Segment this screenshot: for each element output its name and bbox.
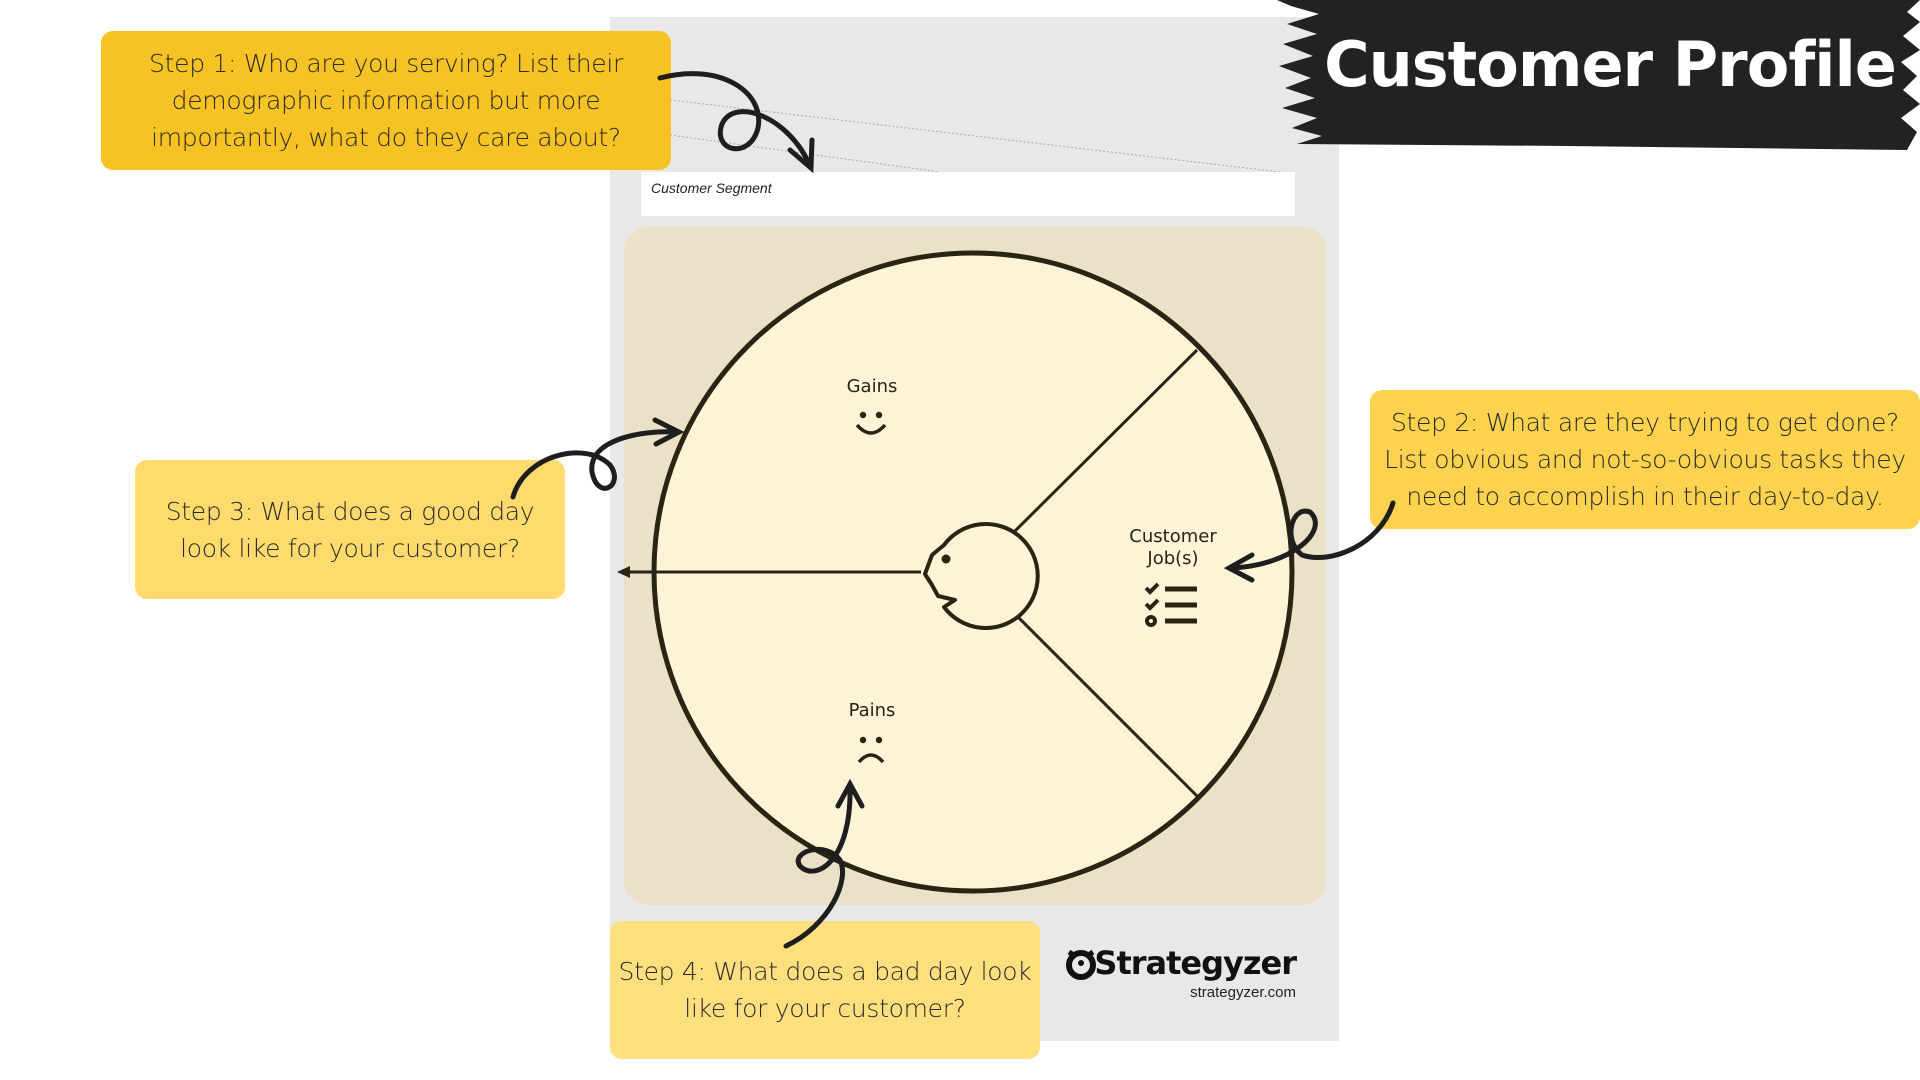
checklist-icon <box>1144 582 1197 627</box>
title-banner <box>1277 0 1920 150</box>
customer-face-icon <box>923 522 1040 630</box>
arrow-step-4 <box>783 778 865 949</box>
arrow-step-3 <box>510 417 685 500</box>
note-line: Step 3: What does a good day <box>165 496 535 526</box>
step-4-note: Step 4: What does a bad day look like for… <box>610 921 1040 1059</box>
note-line: like for your customer? <box>684 994 966 1023</box>
divider-jobs-top <box>1009 348 1199 537</box>
arrowhead-left <box>617 566 630 578</box>
customer-segment-label: Customer Segment <box>651 180 772 196</box>
jobs-label-line: Job(s) <box>1147 548 1199 569</box>
step-3-note: Step 3: What does a good day look like fo… <box>135 460 565 599</box>
strategyzer-logo: Strategyzer <box>1094 944 1297 982</box>
divider-jobs-bottom <box>1009 608 1199 798</box>
note-line: look like for your customer? <box>180 533 520 563</box>
step-1-note: Step 1: Who are you serving? List their d… <box>101 31 671 170</box>
customer-jobs-label: Customer Job(s) <box>1103 526 1243 570</box>
smiley-icon <box>855 411 887 435</box>
note-line: Step 1: Who are you serving? List their <box>149 49 623 78</box>
note-line: Step 2: What are they trying to get done… <box>1390 408 1900 437</box>
note-line: demographic information but more <box>171 86 601 115</box>
note-line: Step 4: What does a bad day look <box>618 957 1032 986</box>
customer-segment-field[interactable]: Customer Segment <box>641 172 1295 216</box>
note-line: List obvious and not-so-obvious tasks th… <box>1384 445 1906 474</box>
note-line: need to accomplish in their day-to-day. <box>1406 482 1884 511</box>
arrow-step-1 <box>657 71 815 174</box>
note-line: importantly, what do they care about? <box>151 123 621 152</box>
strategyzer-logo-icon <box>1066 949 1096 980</box>
step-2-note: Step 2: What are they trying to get done… <box>1370 390 1920 529</box>
jobs-label-line: Customer <box>1129 526 1217 547</box>
pains-label: Pains <box>848 700 896 721</box>
arrow-step-2 <box>1223 500 1396 583</box>
page-title: Customer Profile <box>1324 28 1897 101</box>
frown-icon <box>857 736 885 764</box>
strategyzer-url[interactable]: strategyzer.com <box>1190 984 1296 1001</box>
gains-label: Gains <box>846 376 898 397</box>
